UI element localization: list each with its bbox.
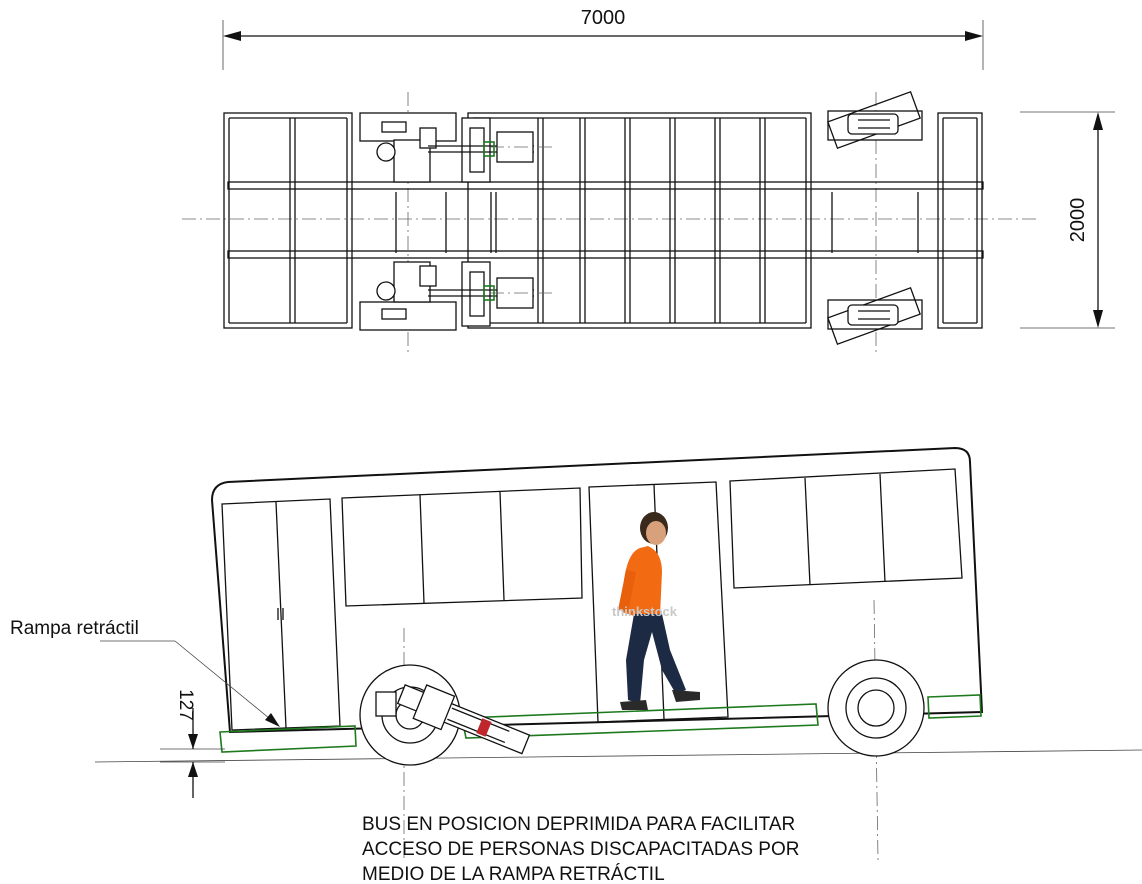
dimension-width: 2000 bbox=[1020, 111, 1115, 329]
dimension-length: 7000 bbox=[222, 7, 984, 70]
rear-wheel-upper bbox=[827, 90, 923, 150]
ramp-label: Rampa retráctil bbox=[10, 618, 139, 639]
ramp-callout: Rampa retráctil bbox=[10, 618, 280, 727]
person-figure: thinkstock bbox=[612, 512, 700, 710]
dimension-length-label: 7000 bbox=[581, 7, 626, 29]
chassis-plan-view bbox=[182, 92, 1040, 356]
watermark-text: thinkstock bbox=[612, 604, 678, 619]
dimension-lowering-label: 127 bbox=[175, 689, 196, 721]
rear-wheel-lower bbox=[827, 286, 923, 346]
caption-line-3: MEDIO DE LA RAMPA RETRÁCTIL bbox=[362, 864, 665, 884]
front-axle-lower bbox=[359, 261, 552, 331]
ramp-outline bbox=[219, 694, 982, 753]
suspension-arm bbox=[396, 684, 531, 755]
dimension-width-label: 2000 bbox=[1067, 198, 1089, 243]
dimension-lowering: 127 bbox=[160, 689, 225, 798]
bus-side-view bbox=[210, 446, 984, 861]
window-front bbox=[341, 487, 583, 607]
rear-wheel bbox=[827, 659, 925, 757]
front-door bbox=[221, 498, 341, 731]
ground-line bbox=[94, 749, 1142, 763]
front-axle-upper bbox=[359, 112, 552, 183]
crossmembers bbox=[395, 118, 919, 323]
caption-line-2: ACCESO DE PERSONAS DISCAPACITADAS POR bbox=[362, 839, 799, 860]
window-rear bbox=[729, 468, 963, 589]
caption-line-1: BUS EN POSICION DEPRIMIDA PARA FACILITAR bbox=[362, 814, 795, 835]
caption: BUS EN POSICION DEPRIMIDA PARA FACILITAR… bbox=[362, 814, 799, 884]
